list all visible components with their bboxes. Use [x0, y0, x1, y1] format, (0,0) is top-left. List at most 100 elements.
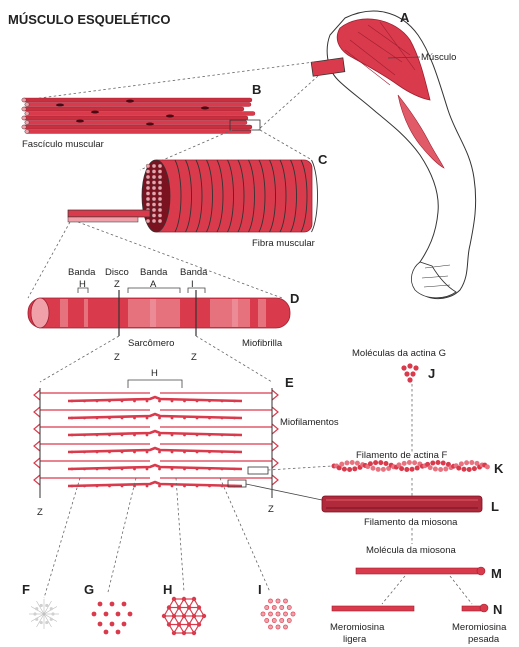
cross-section-f-dot: [50, 607, 53, 610]
actin-f-bead: [412, 460, 417, 465]
myosin-head: [133, 451, 136, 454]
actin-f-bead: [373, 460, 378, 465]
myosin-head: [83, 485, 86, 488]
fascicle-strand-end: [22, 98, 26, 102]
z-disc-left: [34, 390, 40, 400]
cross-section-f-dot: [35, 607, 38, 610]
cross-section-h-node: [172, 597, 176, 601]
fascicle-strand-end: [22, 107, 26, 111]
myosin-head: [158, 434, 161, 437]
myosin-head: [83, 417, 86, 420]
cross-section-h-node: [177, 622, 181, 626]
myosin-head: [208, 468, 211, 471]
letter-b: B: [252, 82, 261, 97]
actin-f-bead: [443, 466, 448, 471]
cross-section-h-node: [162, 614, 166, 618]
myosin-head: [121, 485, 124, 488]
myosin-head: [233, 417, 236, 420]
myosin-head: [221, 417, 224, 420]
cross-section-i-dot: [276, 612, 280, 616]
actin-f-bead: [436, 460, 441, 465]
myosin-head: [221, 485, 224, 488]
label-meromiosina-ligera-2: ligera: [343, 634, 367, 645]
cross-section-f-dot: [40, 604, 43, 607]
connector-c-d-right: [78, 222, 282, 298]
myofibril-end: [146, 181, 150, 185]
myofibril-illustration: [28, 288, 290, 336]
fascicle-illustration: [22, 98, 260, 134]
cross-section-h-node: [197, 622, 201, 626]
cross-section-i-dot: [268, 599, 272, 603]
myofibril-end: [158, 186, 162, 190]
fascicle-strand: [22, 116, 248, 120]
cross-section-h-node: [192, 597, 196, 601]
label-banda-i: Banda: [180, 267, 208, 278]
myosin-head: [221, 434, 224, 437]
myofibril-end: [158, 181, 162, 185]
myosin-head: [233, 400, 236, 403]
cross-section-i-dot: [268, 612, 272, 616]
myosin-head: [158, 417, 161, 420]
cross-section-g-dot: [110, 602, 115, 607]
cross-section-h-node: [192, 631, 196, 635]
cross-section-h-node: [172, 631, 176, 635]
myosin-head: [83, 451, 86, 454]
cross-section-g-dot: [98, 602, 103, 607]
meromyosin-heavy: [462, 604, 488, 612]
myosin-head: [146, 468, 149, 471]
myosin-head: [208, 417, 211, 420]
cross-section-h-node: [167, 605, 171, 609]
cross-section-i-dot: [291, 612, 295, 616]
cross-section-i-dot: [283, 625, 287, 629]
label-miofilamentos: Miofilamentos: [280, 417, 339, 428]
myofibril-end: [158, 214, 162, 218]
label-miosina-molecula: Molécula da miosona: [366, 545, 456, 556]
myosin-head: [221, 451, 224, 454]
cross-section-i-dot: [265, 618, 269, 622]
myosin-head: [71, 400, 74, 403]
label-meromiosina-pesada-1: Meromiosina: [452, 622, 507, 633]
cross-section-g-dot: [98, 622, 103, 627]
myosin-head: [183, 468, 186, 471]
cross-section-h-node: [187, 605, 191, 609]
actin-f-bead: [485, 464, 490, 469]
actin-f-bead: [347, 467, 352, 472]
myosin-head: [83, 434, 86, 437]
cross-section-g-dot: [92, 612, 97, 617]
actin-f-bead: [459, 461, 464, 466]
actin-f-bead: [472, 466, 477, 471]
myofibril-band: [150, 299, 156, 327]
actin-g-molecule: [401, 365, 406, 370]
cross-section-h-node: [197, 605, 201, 609]
label-meromiosina-ligera-1: Meromiosina: [330, 622, 385, 633]
z-disc-left: [34, 424, 40, 434]
cross-section-i-dot: [280, 605, 284, 609]
myosin-head: [208, 434, 211, 437]
actin-f-bead: [371, 466, 376, 471]
cross-section-f-dot: [45, 621, 48, 624]
myosin-head: [183, 485, 186, 488]
myosin-head: [96, 485, 99, 488]
myofibril-end: [152, 208, 156, 212]
connector-e-i: [220, 478, 270, 592]
myosin-head: [121, 451, 124, 454]
actin-g-molecule: [404, 371, 409, 376]
cross-section-h-node: [182, 614, 186, 618]
myosin-head: [96, 451, 99, 454]
myofibril-end: [158, 203, 162, 207]
myosin-head: [171, 417, 174, 420]
myosin-filament-row: [68, 448, 242, 452]
myosin-head: [83, 400, 86, 403]
cross-section-i-dot: [272, 605, 276, 609]
myosin-head: [158, 400, 161, 403]
connector-a-b-bottom: [258, 76, 318, 130]
label-z-e-left: Z: [37, 507, 43, 518]
myofibril-end: [146, 219, 150, 223]
myosin-filament-row: [68, 482, 242, 486]
z-disc-right: [272, 441, 278, 451]
z-disc-right: [272, 458, 278, 468]
cross-section-i-dot: [261, 612, 265, 616]
myosin-head: [133, 417, 136, 420]
label-disco: Disco: [105, 267, 129, 278]
